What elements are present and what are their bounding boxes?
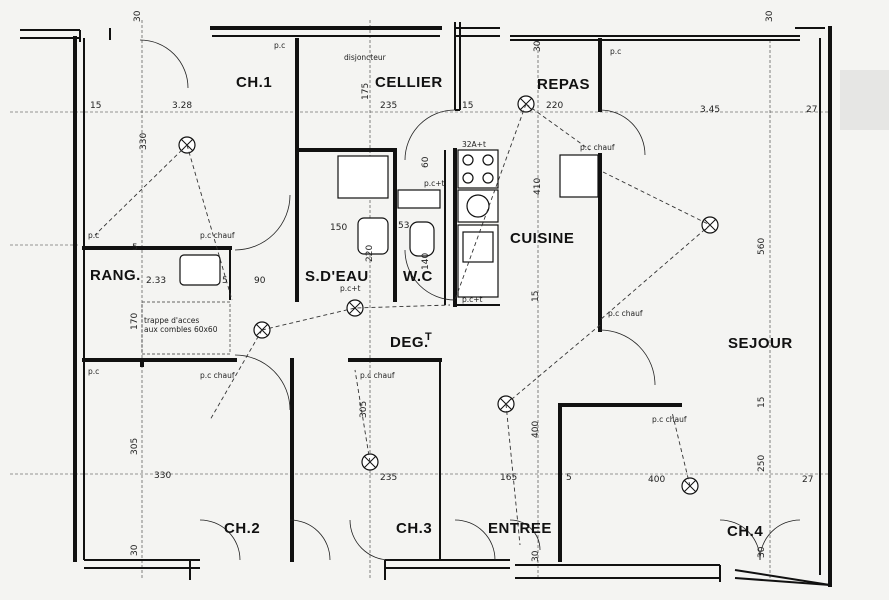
interior-walls <box>82 38 682 562</box>
dim-label: 400 <box>648 475 665 485</box>
dim-label: 3.45 <box>700 105 720 115</box>
dim-label: 30 <box>531 550 541 562</box>
dim-label: 30 <box>533 40 543 52</box>
note-pc-plus: p.c+t <box>340 284 361 293</box>
dim-label: 400 <box>531 421 541 438</box>
dim-label: 30 <box>133 10 143 22</box>
room-label-cellier: CELLIER <box>375 74 443 91</box>
dim-label: 15 <box>90 101 101 111</box>
room-labels: CH.1 CELLIER REPAS CUISINE RANG. S.D'EAU… <box>90 74 793 540</box>
dim-label: 305 <box>130 438 140 455</box>
room-label-deg: DEG. <box>390 334 429 351</box>
note-pc: p.c <box>610 47 621 56</box>
fridge <box>559 154 599 198</box>
room-label-ch1: CH.1 <box>236 74 272 91</box>
door-swings <box>139 39 801 561</box>
dim-label: 330 <box>154 471 171 481</box>
note-trappe-line2: aux combles 60x60 <box>144 325 218 334</box>
room-label-ch2: CH.2 <box>224 520 260 537</box>
note-pc-chauf: p.c chauf <box>580 143 615 152</box>
note-pc: p.c <box>88 367 99 376</box>
room-label-sdeau: S.D'EAU <box>305 268 369 285</box>
electrical-notes: disjoncteur p.c p.c p.c p.c p.c chauf p.… <box>88 41 687 424</box>
dim-label: 15 <box>531 291 541 302</box>
dim-label: 165 <box>500 473 517 483</box>
dim-label: 27 <box>802 475 813 485</box>
dim-label: 175 <box>361 83 371 100</box>
dim-label: 30 <box>757 546 767 558</box>
room-label-ch4: CH.4 <box>727 523 763 540</box>
dim-label: 170 <box>130 313 140 330</box>
dim-label: 60 <box>421 156 431 168</box>
water-heater <box>397 189 441 209</box>
room-label-sejour: SEJOUR <box>728 335 793 352</box>
room-label-deg-sup: T <box>425 331 432 343</box>
light-deg <box>346 299 364 317</box>
note-pc-chauf: p.c chauf <box>652 415 687 424</box>
note-pc-chauf: p.c chauf <box>200 231 235 240</box>
dim-label: 27 <box>806 105 817 115</box>
dim-label: 220 <box>546 101 563 111</box>
dim-label: 3.28 <box>172 101 192 111</box>
dim-label: 305 <box>359 401 369 418</box>
wiring <box>94 103 711 546</box>
note-pc-plus: p.c+t <box>462 295 483 304</box>
note-pc-chauf: p.c chauf <box>360 371 395 380</box>
dim-label: 220 <box>365 245 375 262</box>
dim-label: 150 <box>330 223 347 233</box>
dim-label: 53 <box>398 221 409 231</box>
dim-label: 140 <box>421 253 431 270</box>
dim-label: 235 <box>380 101 397 111</box>
toilet <box>409 221 435 257</box>
shadow-smudge <box>840 70 889 130</box>
room-label-repas: REPAS <box>537 76 590 93</box>
exterior-walls <box>20 22 832 587</box>
utility-sink <box>179 254 221 286</box>
dim-label: 330 <box>139 133 149 150</box>
fixtures <box>141 149 599 355</box>
room-label-rang: RANG. <box>90 267 141 284</box>
note-pc-chauf: p.c chauf <box>608 309 643 318</box>
dim-label: 5 <box>222 276 228 286</box>
dim-label: 250 <box>757 455 767 472</box>
room-label-entree: ENTREE <box>488 520 552 537</box>
dim-label: 90 <box>254 276 266 286</box>
note-disjoncteur: disjoncteur <box>344 53 387 62</box>
dim-label: 560 <box>757 238 767 255</box>
dim-label: 5 <box>566 473 572 483</box>
cooker <box>457 149 499 189</box>
dim-label: 235 <box>380 473 397 483</box>
dimension-lines <box>10 20 830 580</box>
washbasin <box>357 217 389 255</box>
dim-label: 15 <box>462 101 473 111</box>
note-trappe-line1: trappe d'acces <box>144 316 199 325</box>
dim-label: 30 <box>765 10 775 22</box>
dim-label: 2.33 <box>146 276 166 286</box>
shower-tray <box>337 155 389 199</box>
dim-label: 30 <box>130 544 140 556</box>
note-pc: p.c <box>88 231 99 240</box>
dim-label: 15 <box>757 397 767 408</box>
note-pc-chauf: p.c chauf <box>200 371 235 380</box>
dim-label: 410 <box>533 178 543 195</box>
room-label-ch3: CH.3 <box>396 520 432 537</box>
note-pc-plus: p.c+t <box>424 179 445 188</box>
dimension-labels: 15 3.28 30 175 235 30 15 220 3.45 27 30 … <box>90 10 817 562</box>
room-label-wc: W.C <box>403 268 433 285</box>
note-pc: p.c <box>274 41 285 50</box>
note-amperage: 32A+t <box>462 140 486 149</box>
dim-label: 5 <box>132 243 138 253</box>
room-label-cuisine: CUISINE <box>510 230 574 247</box>
